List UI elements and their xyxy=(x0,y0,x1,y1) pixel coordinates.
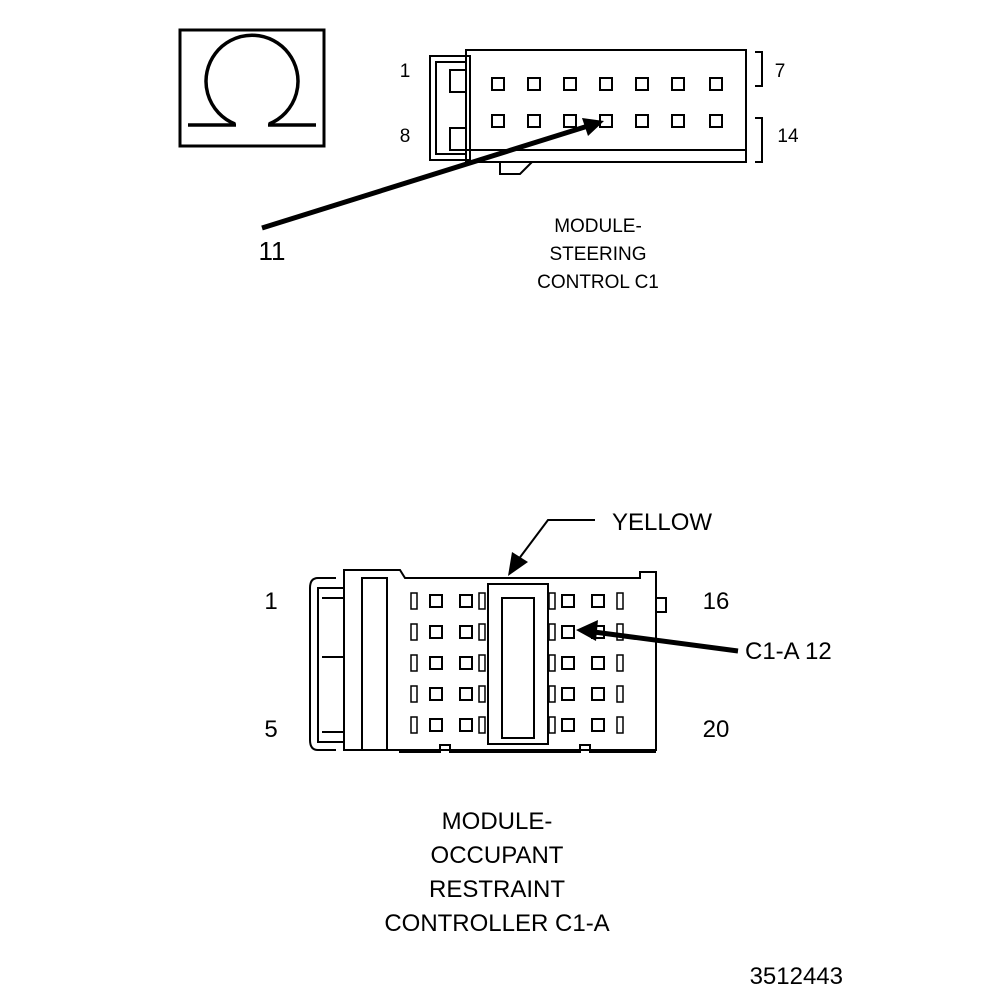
steering-pin-grid xyxy=(491,77,723,128)
steering-pin-cavity xyxy=(709,77,723,91)
occupant-guide-notch xyxy=(478,592,486,610)
occupant-pin-cavity xyxy=(561,687,575,701)
steering-pin-cavity xyxy=(635,114,649,128)
occupant-pin-cavity xyxy=(561,625,575,639)
occupant-pin-cavity xyxy=(561,594,575,608)
occupant-pin-cavity xyxy=(429,718,443,732)
steering-latch-housing xyxy=(429,55,471,161)
steering-pin-cavity xyxy=(563,114,577,128)
occupant-pin-cavity xyxy=(591,718,605,732)
occupant-right-stub xyxy=(655,597,667,613)
occupant-pin-cavity xyxy=(429,625,443,639)
ohm-symbol-box xyxy=(178,28,326,148)
occupant-guide-notch xyxy=(410,623,418,641)
occupant-guide-notch xyxy=(616,685,624,703)
steering-pin-label-14: 14 xyxy=(777,126,799,147)
occupant-guide-notch xyxy=(548,716,556,734)
occupant-side-slot xyxy=(361,577,388,751)
occupant-pin-cavity xyxy=(429,594,443,608)
occupant-restraint-connector xyxy=(309,569,667,753)
occupant-caption-line-4: CONTROLLER C1-A xyxy=(384,910,609,937)
occupant-center-slot-outer xyxy=(487,583,549,745)
steering-right-clip-top xyxy=(755,51,763,87)
yellow-callout-leader xyxy=(508,519,595,576)
occupant-guide-notch xyxy=(548,623,556,641)
steering-pin-cavity xyxy=(491,77,505,91)
steering-right-clip-bottom xyxy=(755,117,763,163)
steering-pin-cavity xyxy=(709,114,723,128)
occupant-pin-cavity xyxy=(429,687,443,701)
occupant-pin-cavity xyxy=(591,687,605,701)
steering-pin-cavity xyxy=(671,114,685,128)
steering-connector-body xyxy=(465,49,747,163)
steering-pin-cavity xyxy=(671,77,685,91)
occupant-guide-notch xyxy=(548,592,556,610)
occupant-pin-cavity xyxy=(429,656,443,670)
ohm-resistance-icon xyxy=(188,33,316,127)
occupant-pin-label-16: 16 xyxy=(703,588,730,615)
steering-latch-top xyxy=(449,69,467,93)
occupant-caption-line-2: OCCUPANT xyxy=(431,842,564,869)
occupant-connector-body xyxy=(343,569,657,751)
occupant-pin-label-1: 1 xyxy=(264,588,277,615)
occupant-pin-cavity xyxy=(591,656,605,670)
occupant-pin-cavity xyxy=(561,718,575,732)
occupant-caption-line-1: MODULE- xyxy=(442,808,553,835)
steering-pin-cavity xyxy=(563,77,577,91)
steering-pin-cavity xyxy=(527,77,541,91)
occupant-guide-notch xyxy=(616,592,624,610)
steering-pin-label-8: 8 xyxy=(400,126,411,147)
occupant-pin-cavity xyxy=(459,656,473,670)
occupant-pin-cavity xyxy=(591,594,605,608)
occupant-guide-notch xyxy=(548,685,556,703)
steering-pin-cavity xyxy=(491,114,505,128)
steering-callout-arrow xyxy=(261,118,604,231)
occupant-guide-notch xyxy=(410,654,418,672)
steering-latch-bottom xyxy=(449,127,467,151)
steering-pin-cavity xyxy=(527,114,541,128)
occupant-callout-label: C1-A 12 xyxy=(745,638,832,665)
steering-pin-label-1: 1 xyxy=(400,61,411,82)
occupant-guide-notch xyxy=(410,716,418,734)
occupant-guide-notch xyxy=(478,623,486,641)
steering-pin-cavity xyxy=(599,77,613,91)
occupant-guide-notch xyxy=(410,685,418,703)
steering-pin-label-7: 7 xyxy=(775,61,786,82)
occupant-center-slot-inner xyxy=(501,597,535,739)
yellow-color-label: YELLOW xyxy=(612,509,712,536)
occupant-pin-cavity xyxy=(459,718,473,732)
steering-caption-line-3: CONTROL C1 xyxy=(537,272,659,293)
occupant-guide-notch xyxy=(616,716,624,734)
occupant-pin-cavity xyxy=(459,625,473,639)
occupant-left-flange xyxy=(309,577,336,751)
steering-caption-line-1: MODULE- xyxy=(554,216,642,237)
steering-caption-line-2: STEERING xyxy=(549,244,646,265)
occupant-callout-arrow xyxy=(576,620,739,654)
occupant-guide-notch xyxy=(478,654,486,672)
occupant-guide-notch xyxy=(616,623,624,641)
occupant-left-latch xyxy=(317,587,345,743)
occupant-guide-notch xyxy=(410,592,418,610)
figure-number: 3512443 xyxy=(750,963,843,990)
occupant-pin-cavity xyxy=(459,594,473,608)
occupant-guide-notch xyxy=(548,654,556,672)
occupant-bottom-edge xyxy=(399,744,656,753)
occupant-guide-notch xyxy=(616,654,624,672)
occupant-pin-label-20: 20 xyxy=(703,716,730,743)
occupant-pin-grid xyxy=(410,592,624,734)
occupant-caption-line-3: RESTRAINT xyxy=(429,876,565,903)
steering-control-connector xyxy=(429,49,763,175)
occupant-guide-notch xyxy=(478,716,486,734)
steering-key-tab xyxy=(499,161,533,175)
occupant-guide-notch xyxy=(478,685,486,703)
occupant-pin-label-5: 5 xyxy=(264,716,277,743)
steering-callout-label: 11 xyxy=(259,236,286,266)
occupant-pin-cavity xyxy=(561,656,575,670)
occupant-pin-cavity xyxy=(459,687,473,701)
steering-pin-cavity xyxy=(635,77,649,91)
